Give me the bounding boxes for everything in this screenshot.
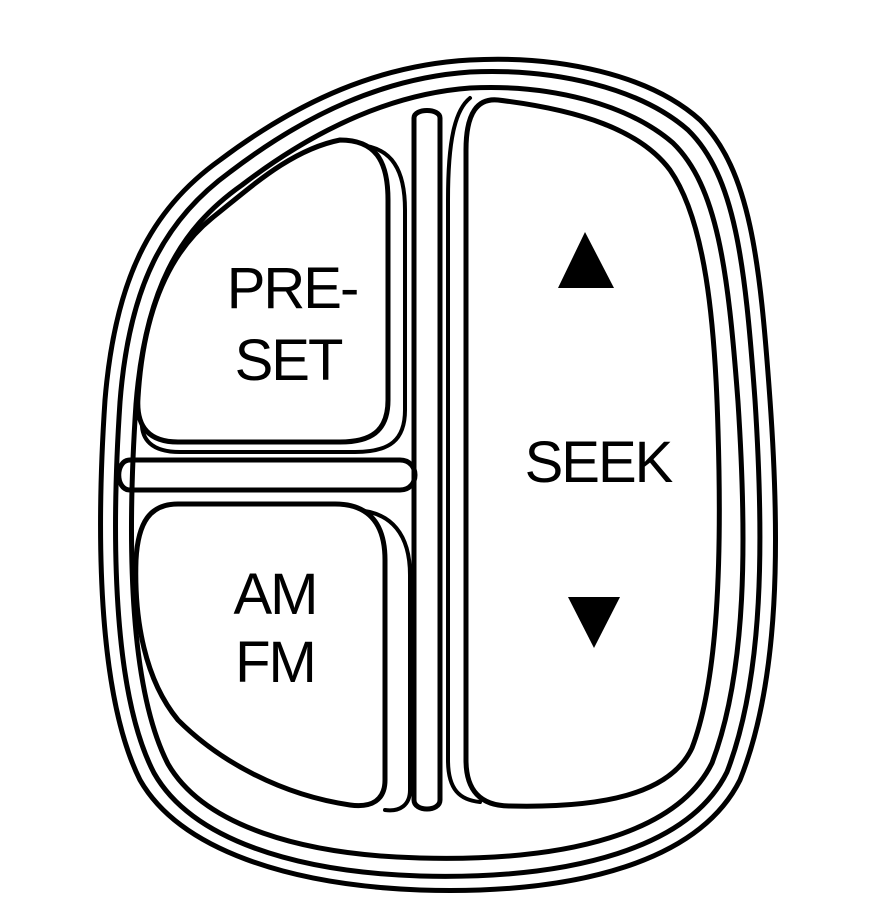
amfm-label-line1: AM [234,562,317,627]
amfm-button[interactable]: AM FM [133,501,412,813]
triangle-down-icon[interactable] [568,597,620,648]
bezel-outer [98,56,779,893]
preset-button[interactable]: PRE- SET [135,137,407,454]
vertical-divider [411,108,443,812]
preset-label-line1: PRE- [227,256,358,321]
amfm-label-line2: FM [235,630,315,695]
bezel-inner [113,69,763,879]
triangle-up-icon[interactable] [558,232,614,288]
preset-label-line2: SET [235,328,343,393]
horizontal-divider [116,457,418,493]
seek-label: SEEK [525,430,674,495]
seek-button[interactable]: SEEK [446,96,722,809]
